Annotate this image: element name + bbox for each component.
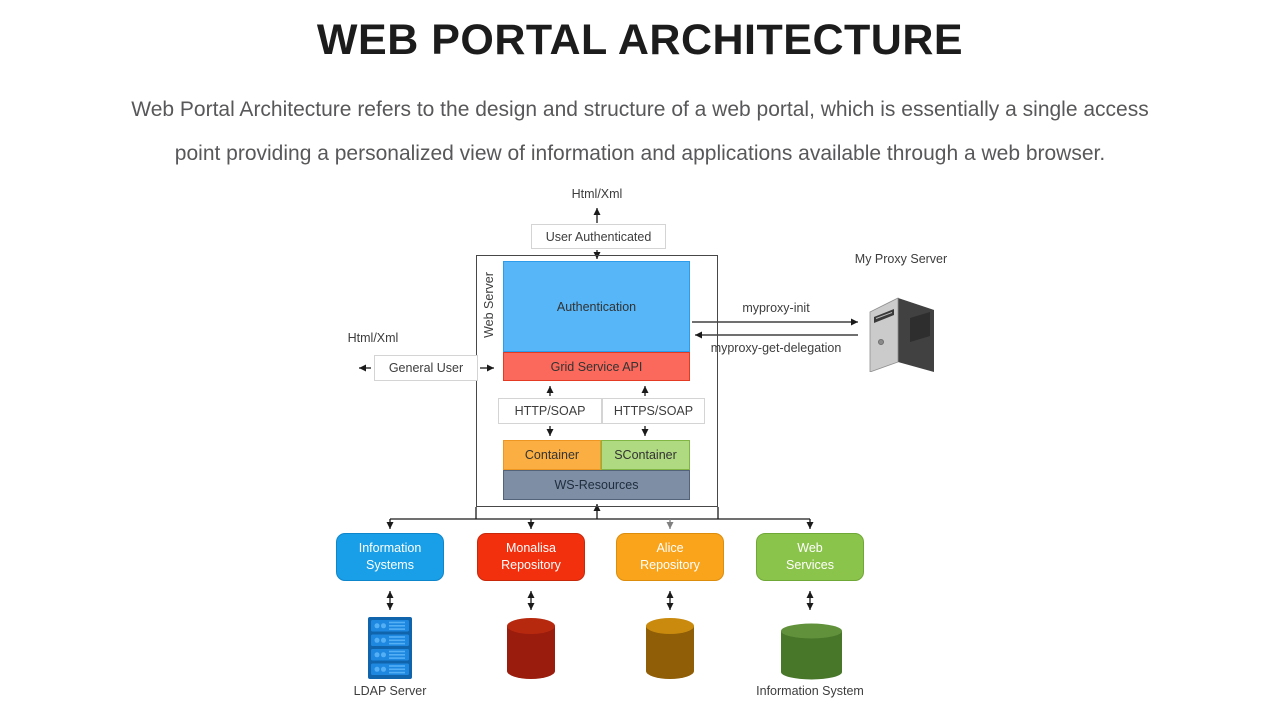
database-cylinder-brown-icon bbox=[646, 618, 694, 679]
general-user-box: General User bbox=[374, 355, 478, 381]
database-cylinder-red-icon bbox=[507, 618, 555, 679]
ldap-server-rack-icon bbox=[368, 617, 412, 679]
description-line-2: point providing a personalized view of i… bbox=[174, 142, 1106, 165]
ldap-server-label: LDAP Server bbox=[353, 684, 427, 698]
alice-repository-node: Alice Repository bbox=[616, 533, 724, 581]
my-proxy-server-label: My Proxy Server bbox=[854, 252, 948, 266]
user-authenticated-box: User Authenticated bbox=[531, 224, 666, 249]
page-title: WEB PORTAL ARCHITECTURE bbox=[316, 16, 964, 64]
html-xml-left-label: Html/Xml bbox=[347, 331, 399, 345]
database-cylinder-green-icon bbox=[781, 623, 842, 680]
https-soap-box: HTTPS/SOAP bbox=[602, 398, 705, 424]
html-xml-top-label: Html/Xml bbox=[571, 187, 623, 201]
ws-resources-box: WS-Resources bbox=[503, 470, 690, 500]
web-server-label: Web Server bbox=[482, 272, 496, 338]
myproxy-init-label: myproxy-init bbox=[742, 301, 810, 315]
http-soap-box: HTTP/SOAP bbox=[498, 398, 602, 424]
myproxy-get-delegation-label: myproxy-get-delegation bbox=[710, 341, 842, 355]
monalisa-repository-node: Monalisa Repository bbox=[477, 533, 585, 581]
scontainer-box: SContainer bbox=[601, 440, 690, 470]
description-line-1: Web Portal Architecture refers to the de… bbox=[131, 98, 1149, 121]
information-systems-node: Information Systems bbox=[336, 533, 444, 581]
authentication-box: Authentication bbox=[503, 261, 690, 352]
information-system-label: Information System bbox=[756, 684, 864, 698]
web-services-node: Web Services bbox=[756, 533, 864, 581]
server-tower-icon bbox=[869, 297, 934, 372]
container-box: Container bbox=[503, 440, 601, 470]
web-server-frame bbox=[476, 255, 718, 507]
grid-service-api-box: Grid Service API bbox=[503, 352, 690, 381]
